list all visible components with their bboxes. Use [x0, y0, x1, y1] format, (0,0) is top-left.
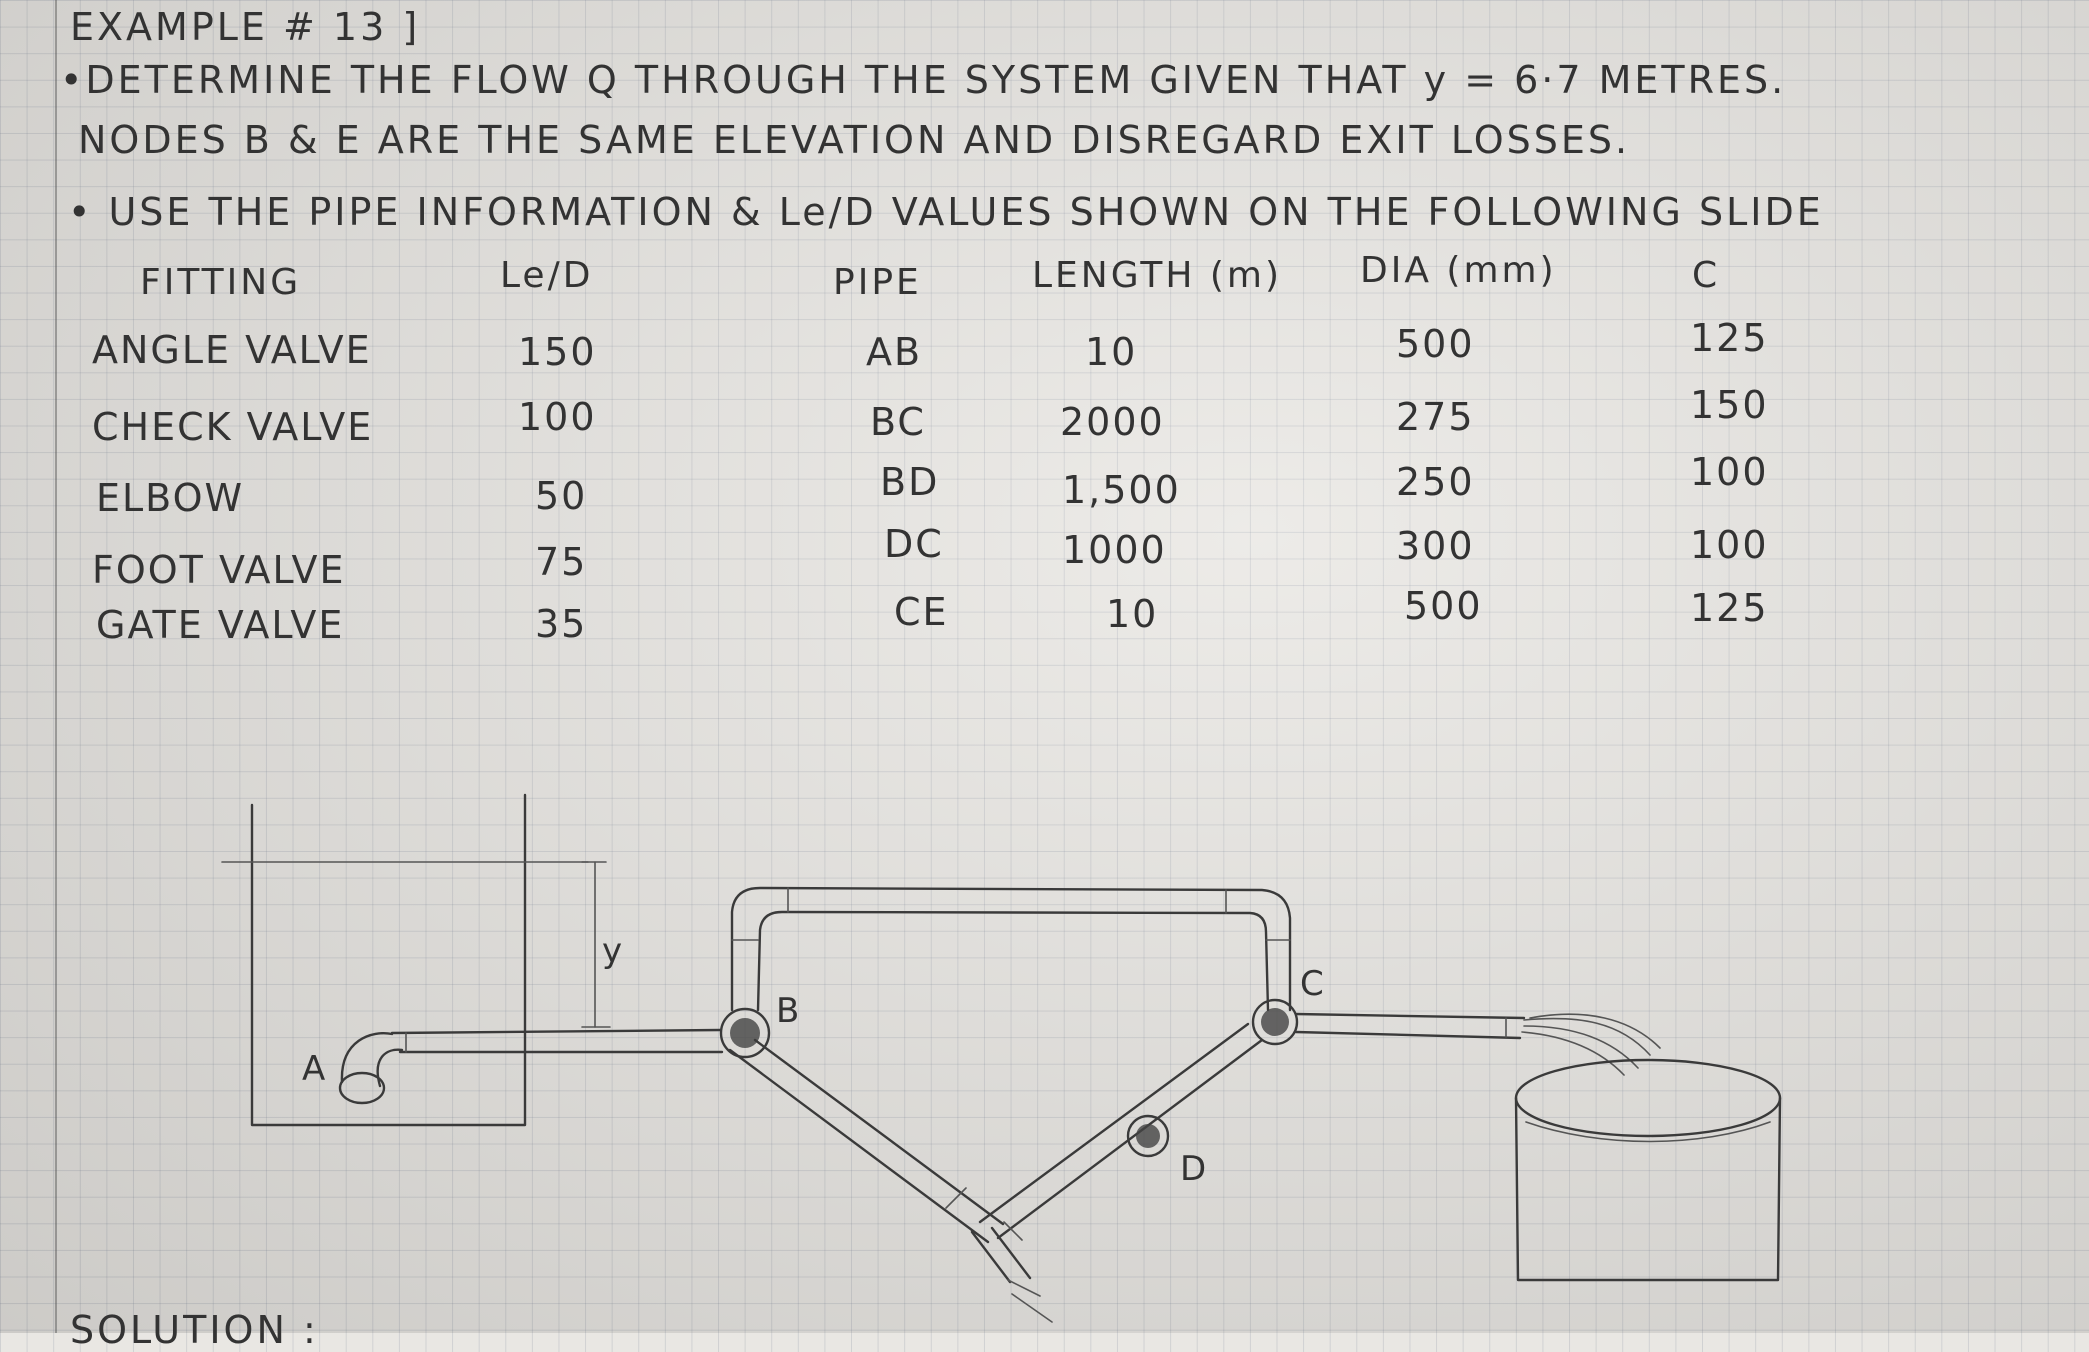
receiving-tank	[1514, 1058, 1782, 1282]
pipe-dia: 275	[1396, 395, 1475, 439]
label-y: y	[602, 931, 622, 971]
pipe-id: AB	[866, 330, 923, 374]
pipe-c: 125	[1690, 586, 1769, 630]
height-dimension-y	[581, 861, 611, 1028]
problem-line-2: NODES B & E ARE THE SAME ELEVATION AND D…	[78, 118, 1631, 162]
pipe-ab	[390, 1028, 724, 1054]
label-d: D	[1180, 1149, 1206, 1189]
problem-line-1: •DETERMINE THE FLOW Q THROUGH THE SYSTEM…	[60, 58, 1787, 102]
pipe-c: 100	[1690, 450, 1769, 494]
pipe-dia: 500	[1396, 322, 1475, 366]
fittings-header-fitting: FITTING	[140, 262, 302, 303]
fitting-name: ELBOW	[96, 476, 245, 520]
fittings-header-le-d: Le/D	[500, 255, 594, 296]
fitting-value: 35	[535, 602, 588, 646]
fitting-value: 75	[535, 540, 588, 584]
pipe-dia: 500	[1404, 584, 1483, 628]
pipe-id: BC	[870, 400, 926, 444]
example-heading: EXAMPLE # 13 ]	[70, 5, 421, 49]
pipe-header-pipe: PIPE	[833, 262, 922, 303]
pipe-length: 10	[1106, 592, 1159, 636]
node-b	[719, 1007, 771, 1059]
node-c	[1251, 998, 1299, 1046]
pipe-header-c: C	[1692, 255, 1721, 296]
pipe-length: 1,500	[1062, 468, 1181, 512]
fitting-value: 150	[518, 330, 597, 374]
fitting-name: CHECK VALVE	[92, 405, 374, 449]
node-d	[1126, 1114, 1170, 1158]
pipe-length: 2000	[1060, 400, 1165, 444]
pipe-ce	[1294, 1012, 1526, 1040]
pipe-length: 1000	[1062, 528, 1167, 572]
problem-line-3: • USE THE PIPE INFORMATION & Le/D VALUES…	[68, 190, 1824, 234]
foot-valve-a	[338, 1032, 404, 1105]
pipe-id: CE	[894, 590, 949, 634]
pipe-length: 10	[1085, 330, 1138, 374]
label-a: A	[302, 1049, 325, 1089]
pipe-id: BD	[880, 460, 940, 504]
fitting-name: GATE VALVE	[96, 603, 345, 647]
pipe-c: 125	[1690, 316, 1769, 360]
pipe-bd	[728, 1038, 1005, 1244]
water-jet	[1521, 1013, 1661, 1076]
label-c: C	[1300, 964, 1324, 1004]
pipe-header-length: LENGTH (m)	[1032, 255, 1283, 296]
pipe-c: 100	[1690, 523, 1769, 567]
margin-line	[55, 0, 57, 1333]
pipe-id: DC	[884, 522, 944, 566]
pipe-dia: 250	[1396, 460, 1475, 504]
fitting-name: FOOT VALVE	[92, 548, 346, 592]
fitting-name: ANGLE VALVE	[92, 328, 372, 372]
label-b: B	[776, 991, 799, 1031]
fitting-value: 100	[518, 395, 597, 439]
solution-heading-partial: SOLUTION :	[70, 1308, 319, 1352]
pipe-dia: 300	[1396, 524, 1475, 568]
pipe-header-dia: DIA (mm)	[1360, 250, 1557, 291]
reservoir	[221, 793, 589, 1127]
pipe-bc	[730, 886, 1292, 1012]
pipe-dc	[978, 1022, 1264, 1241]
fitting-value: 50	[535, 474, 588, 518]
bottom-elbow	[970, 1226, 1053, 1323]
pipe-c: 150	[1690, 383, 1769, 427]
